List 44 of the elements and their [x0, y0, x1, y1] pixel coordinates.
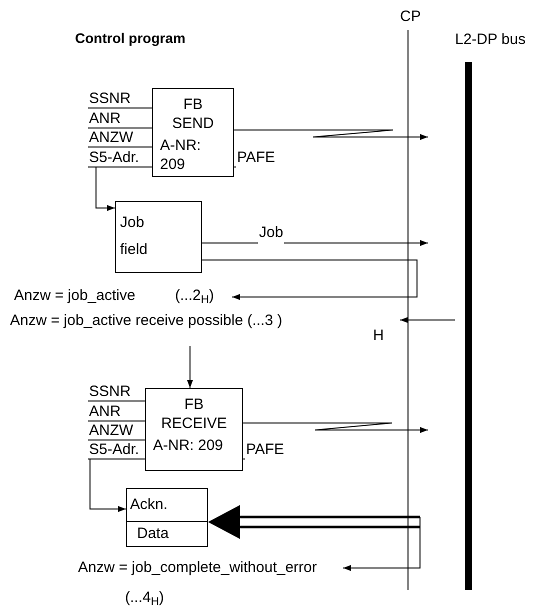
title: Control program	[75, 29, 186, 48]
block-name: FB SEND	[171, 95, 215, 133]
arrow	[202, 240, 428, 246]
arrow	[187, 346, 193, 388]
field-label: Ackn.	[130, 494, 168, 515]
field-label: Data	[137, 524, 169, 544]
parameter-label: SSNR	[88, 382, 134, 401]
arrow	[96, 166, 116, 211]
arrow	[202, 260, 418, 300]
arrow	[342, 516, 420, 571]
status-text: Anzw = job_active	[14, 287, 136, 305]
field-label: Job field	[120, 213, 149, 260]
job-field-box	[115, 201, 202, 273]
arrow	[234, 130, 428, 140]
arrow	[242, 422, 428, 433]
parameter-label: S5-Adr.	[88, 148, 146, 167]
status-text: Anzw = job_active receive possible (...3 )	[10, 312, 282, 330]
parameter-label: ANZW	[88, 128, 136, 147]
job-number: A-NR: 209	[160, 136, 202, 174]
connector-line	[88, 166, 152, 168]
function-block-box	[152, 88, 234, 177]
parameter-label: PAFE	[236, 148, 297, 167]
connector-line	[88, 420, 146, 422]
connector-line	[88, 400, 146, 402]
status-code: (...2$_{H}$)	[175, 287, 214, 305]
parameter-label: SSNR	[88, 89, 134, 108]
line-label: CP	[400, 8, 421, 26]
block-name: FB RECEIVE	[160, 395, 228, 433]
ackn-data-box	[126, 488, 208, 547]
status-code: (...4$_{H}$)	[125, 589, 164, 607]
function-block-box	[145, 388, 243, 471]
parameter-label: ANZW	[88, 421, 136, 440]
parameter-label: PAFE	[245, 440, 318, 459]
status-code: H	[373, 327, 384, 345]
parameter-label: ANR	[88, 109, 124, 128]
parameter-label: S5-Adr.	[88, 440, 146, 459]
connector-line	[88, 146, 152, 148]
parameter-label: ANR	[88, 402, 124, 421]
status-text: Anzw = job_complete_without_error	[78, 559, 317, 577]
arrow	[400, 317, 456, 323]
job-number: A-NR: 209	[153, 436, 224, 455]
connector-line	[88, 458, 146, 460]
arrow	[90, 458, 126, 512]
bus-label: L2-DP bus	[455, 31, 526, 49]
